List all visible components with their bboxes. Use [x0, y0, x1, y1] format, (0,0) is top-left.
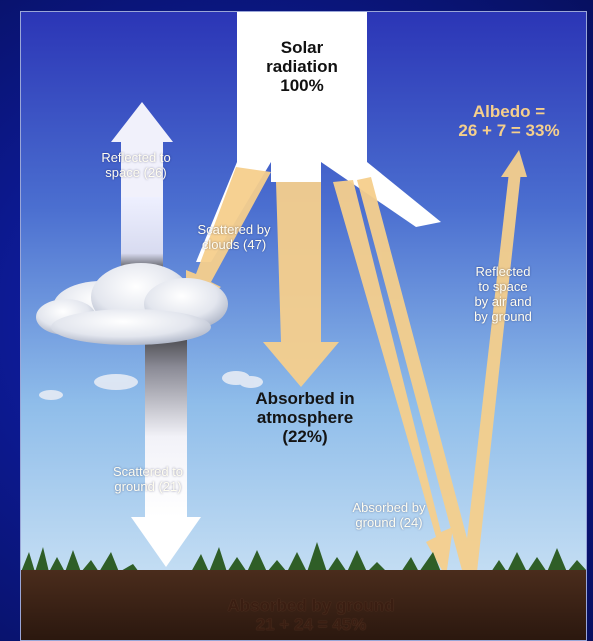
scattered-to-ground-column — [131, 317, 201, 567]
scattered-by-clouds-arrow — [186, 167, 271, 312]
cloud — [36, 263, 228, 345]
albedo-label: Albedo = 26 + 7 = 33% — [458, 102, 560, 140]
absorbed-by-ground-total-label: Absorbed by ground 21 + 24 = 45% — [227, 596, 395, 634]
reflected-by-air-label: Reflected to space by air and by ground — [474, 264, 532, 324]
reflected-to-space-label: Reflected to space (26) — [101, 150, 171, 180]
soil — [21, 570, 586, 640]
energy-balance-diagram: Solar radiation 100% Albedo = 26 + 7 = 3… — [20, 11, 587, 641]
scattered-by-clouds-label: Scattered by clouds (47) — [197, 222, 271, 252]
diagram-graphics — [21, 12, 586, 640]
reflected-to-space-arrow — [357, 150, 527, 574]
small-clouds — [39, 371, 263, 400]
absorbed-in-atmosphere-label: Absorbed in atmosphere (22%) — [255, 389, 355, 446]
absorbed-atmosphere-arrow — [263, 182, 339, 387]
solar-radiation-label: Solar radiation 100% — [266, 38, 338, 95]
scattered-to-ground-label: Scattered to ground (21) — [112, 464, 184, 494]
absorbed-by-ground-arrow-label: Absorbed by ground (24) — [352, 500, 426, 530]
grass — [21, 542, 586, 572]
absorbed-by-ground-arrow — [333, 180, 453, 577]
